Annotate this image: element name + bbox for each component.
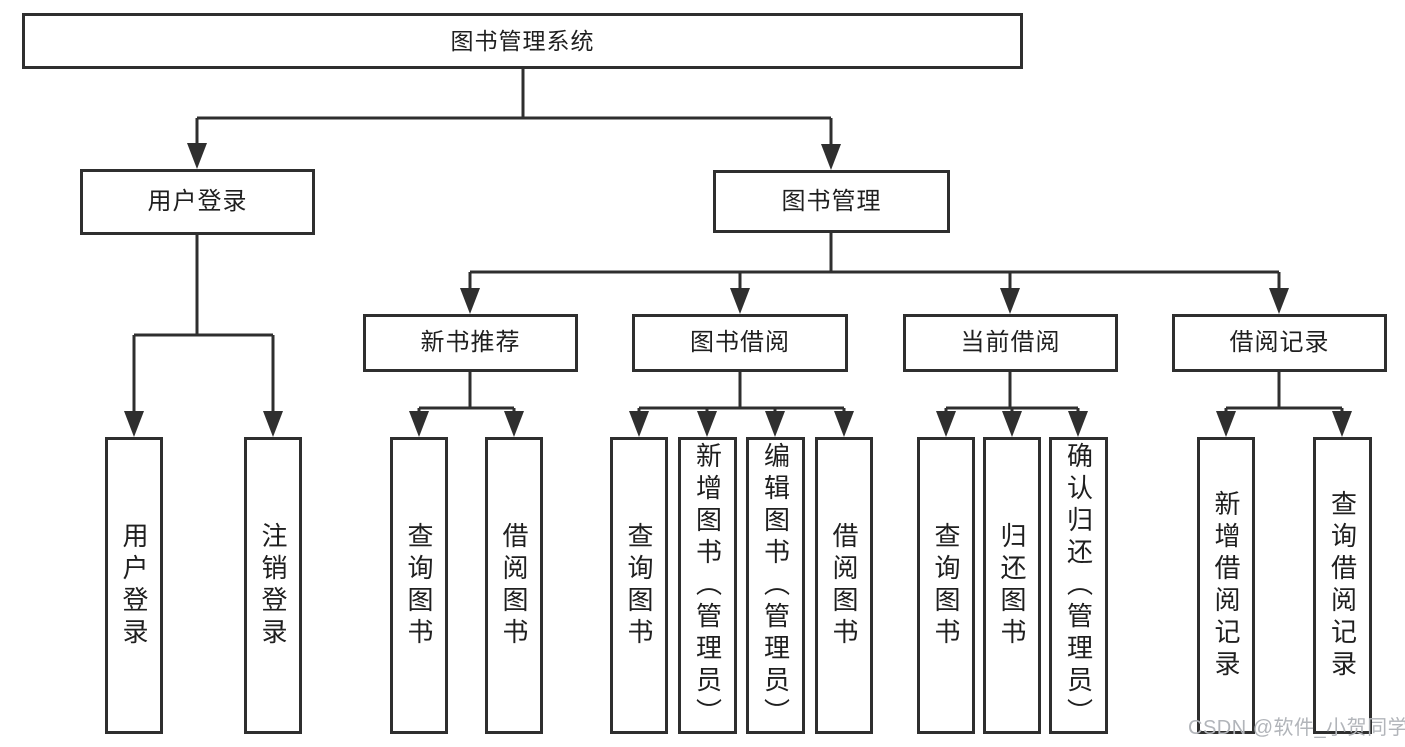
arrowhead-logout-leaf bbox=[263, 411, 283, 437]
csdn-watermark: CSDN @软件_小贺同学 bbox=[1188, 717, 1405, 739]
leaf-records-query-record: 查询借阅记录 bbox=[1313, 437, 1372, 734]
node-new-book-recommend: 新书推荐 bbox=[363, 314, 578, 372]
node-root: 图书管理系统 bbox=[22, 13, 1023, 69]
leaf-borrow-add-books: 新增图书（管理员） bbox=[678, 437, 737, 734]
leaf-recommend-borrow-books: 借阅图书 bbox=[485, 437, 543, 734]
connector-new-book-recommend-subtree bbox=[417, 372, 516, 431]
arrowhead-borrow-records bbox=[1269, 288, 1289, 314]
leaf-logout-label: 注销登录 bbox=[258, 521, 288, 650]
leaf-borrow-query-books-label: 查询图书 bbox=[624, 521, 654, 650]
leaf-current-return-books-label: 归还图书 bbox=[997, 521, 1027, 650]
node-user-login-label: 用户登录 bbox=[147, 188, 248, 215]
leaf-records-add-record-label: 新增借阅记录 bbox=[1211, 489, 1241, 682]
arrowhead-current-query bbox=[936, 411, 956, 437]
leaf-logout: 注销登录 bbox=[244, 437, 302, 734]
arrowhead-current-confirm bbox=[1068, 411, 1088, 437]
arrowhead-records-query bbox=[1332, 411, 1352, 437]
connector-user-login-subtree bbox=[132, 235, 275, 431]
node-book-management-label: 图书管理 bbox=[781, 187, 882, 215]
leaf-current-return-books: 归还图书 bbox=[983, 437, 1041, 734]
leaf-borrow-borrow-books-label: 借阅图书 bbox=[829, 521, 859, 650]
leaf-records-query-record-label: 查询借阅记录 bbox=[1327, 489, 1358, 682]
arrowhead-user-login-leaf bbox=[124, 411, 144, 437]
leaf-current-query-books: 查询图书 bbox=[917, 437, 975, 734]
connector-root-to-level2 bbox=[195, 69, 833, 164]
arrowhead-borrow-query bbox=[629, 411, 649, 437]
arrowhead-new-book-recommend bbox=[460, 288, 480, 314]
node-book-management: 图书管理 bbox=[713, 170, 950, 233]
node-book-borrow-label: 图书借阅 bbox=[690, 329, 790, 356]
leaf-user-login: 用户登录 bbox=[105, 437, 163, 734]
connector-borrow-records-subtree bbox=[1224, 372, 1344, 431]
leaf-borrow-query-books: 查询图书 bbox=[610, 437, 668, 734]
leaf-borrow-edit-books-label: 编辑图书（管理员） bbox=[760, 441, 791, 730]
arrowhead-borrow-edit bbox=[765, 411, 785, 437]
node-root-label: 图书管理系统 bbox=[450, 27, 595, 54]
node-current-borrow: 当前借阅 bbox=[903, 314, 1118, 372]
node-book-borrow: 图书借阅 bbox=[632, 314, 848, 372]
node-current-borrow-label: 当前借阅 bbox=[960, 329, 1061, 356]
leaf-current-query-books-label: 查询图书 bbox=[931, 521, 961, 650]
connector-book-borrow-subtree bbox=[637, 372, 846, 431]
node-borrow-records-label: 借阅记录 bbox=[1229, 329, 1330, 356]
arrowhead-records-add bbox=[1216, 411, 1236, 437]
arrowhead-recommend-query bbox=[409, 411, 429, 437]
arrowhead-borrow-borrow bbox=[834, 411, 854, 437]
node-new-book-recommend-label: 新书推荐 bbox=[420, 329, 521, 356]
leaf-recommend-borrow-books-label: 借阅图书 bbox=[499, 521, 529, 650]
node-borrow-records: 借阅记录 bbox=[1172, 314, 1387, 372]
node-user-login: 用户登录 bbox=[80, 169, 315, 235]
leaf-recommend-query-books-label: 查询图书 bbox=[404, 521, 434, 650]
leaf-borrow-borrow-books: 借阅图书 bbox=[815, 437, 873, 734]
arrowhead-book-management bbox=[821, 144, 841, 170]
arrowhead-user-login bbox=[187, 143, 207, 169]
leaf-borrow-edit-books: 编辑图书（管理员） bbox=[746, 437, 805, 734]
leaf-recommend-query-books: 查询图书 bbox=[390, 437, 448, 734]
connector-book-management-to-level3 bbox=[468, 233, 1281, 308]
arrowhead-book-borrow bbox=[730, 288, 750, 314]
arrowhead-current-borrow bbox=[1000, 288, 1020, 314]
leaf-borrow-add-books-label: 新增图书（管理员） bbox=[692, 441, 723, 730]
leaf-current-confirm-return: 确认归还（管理员） bbox=[1049, 437, 1108, 734]
arrowhead-borrow-add bbox=[697, 411, 717, 437]
leaf-records-add-record: 新增借阅记录 bbox=[1197, 437, 1255, 734]
leaf-user-login-label: 用户登录 bbox=[119, 521, 149, 650]
arrowhead-recommend-borrow bbox=[504, 411, 524, 437]
leaf-current-confirm-return-label: 确认归还（管理员） bbox=[1063, 441, 1094, 730]
arrowhead-current-return bbox=[1002, 411, 1022, 437]
